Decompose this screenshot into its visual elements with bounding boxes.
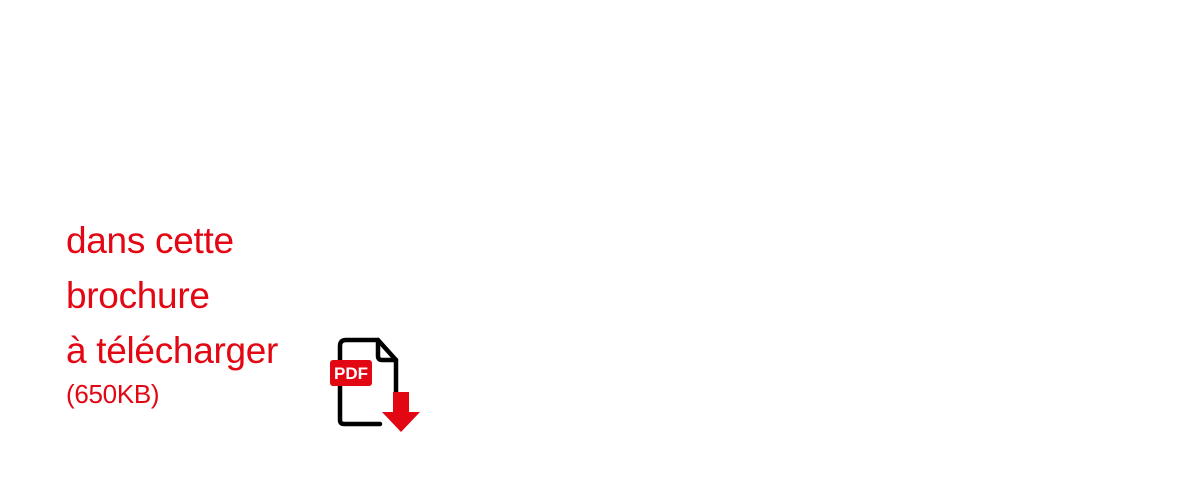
folded-corner [375,337,399,363]
promo-line-1: dans cette [66,220,234,261]
pdf-badge-label: PDF [334,364,368,383]
pdf-download-icon[interactable]: PDF [328,336,424,436]
pdf-badge [330,360,372,386]
promo-line-2: brochure [66,275,210,316]
document-outline [337,337,399,427]
file-size-label: (650KB) [66,379,160,409]
download-arrow-icon [382,392,420,432]
promo-line-3: à télécharger [66,330,279,371]
brochure-download-link[interactable]: dans cette brochure à télécharger (650KB… [66,218,436,438]
